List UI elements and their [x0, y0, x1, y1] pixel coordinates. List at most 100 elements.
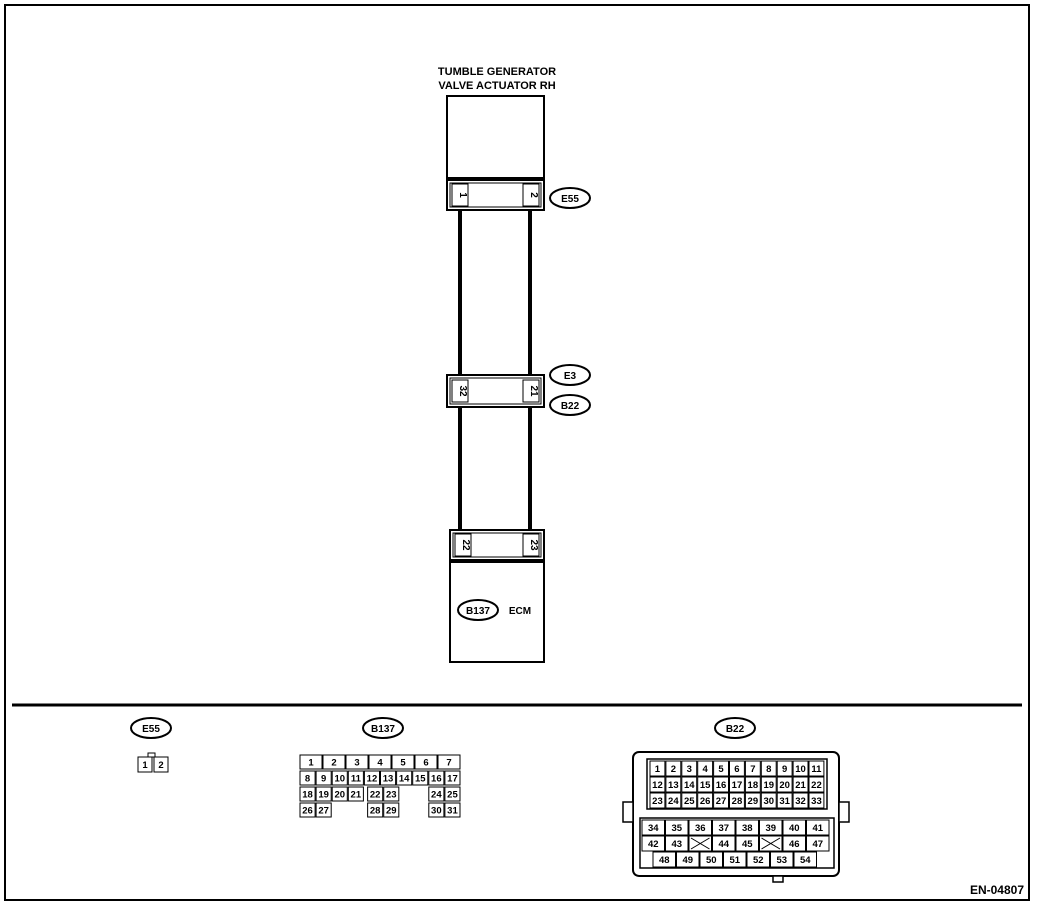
svg-text:51: 51 [729, 855, 740, 866]
e55-tag [549, 187, 591, 209]
legend-b22-pin: 40 [782, 819, 806, 836]
legend-b22-blank-cavity [688, 835, 712, 852]
legend-b137-pin: 9 [315, 770, 332, 786]
legend-b22-pin: 37 [712, 819, 736, 836]
svg-text:29: 29 [748, 796, 759, 807]
svg-text:18: 18 [748, 780, 759, 791]
svg-text:6: 6 [423, 758, 428, 769]
legend-b22-pin: 39 [759, 819, 783, 836]
legend-b22-pin: 24 [665, 792, 682, 809]
actuator-title-line1: TUMBLE GENERATOR [438, 66, 556, 78]
legend-b137-pin: 3 [345, 754, 369, 770]
legend-b137-pin: 4 [368, 754, 392, 770]
legend-b137-label: B137 [371, 724, 395, 735]
legend-b22-pin: 13 [665, 776, 682, 793]
svg-text:28: 28 [732, 796, 743, 807]
legend-b22-tag [714, 717, 756, 739]
svg-text:42: 42 [648, 839, 659, 850]
b137-tag-label: B137 [466, 606, 490, 617]
legend-b137-pin: 8 [299, 770, 316, 786]
svg-text:32: 32 [795, 796, 806, 807]
legend-b137-pin: 15 [412, 770, 429, 786]
legend-b22-pin: 41 [806, 819, 830, 836]
svg-text:3: 3 [687, 764, 692, 775]
legend-b137-pin: 16 [428, 770, 445, 786]
legend-b22-pin: 47 [806, 835, 830, 852]
legend-b22-pin: 28 [729, 792, 745, 809]
svg-text:15: 15 [415, 774, 426, 785]
svg-text:40: 40 [789, 823, 800, 834]
diagram-frame [4, 4, 1030, 901]
legend-b22-pin: 32 [792, 792, 809, 809]
legend-b22-label: B22 [726, 724, 745, 735]
legend-b22-pin: 49 [676, 851, 700, 868]
svg-text:2: 2 [671, 764, 676, 775]
svg-text:22: 22 [811, 780, 822, 791]
svg-text:16: 16 [716, 780, 727, 791]
svg-text:33: 33 [811, 796, 822, 807]
legend-b22-pin: 4 [697, 760, 714, 777]
legend-b137-pin: 24 [428, 786, 445, 802]
svg-text:8: 8 [766, 764, 771, 775]
legend-b22-pin: 45 [735, 835, 759, 852]
legend-b22-pin: 18 [744, 776, 761, 793]
svg-text:30: 30 [431, 806, 442, 817]
legend-b22-pin: 31 [776, 792, 793, 809]
svg-text:30: 30 [763, 796, 774, 807]
b22-pin-21: 21 [528, 385, 539, 397]
svg-text:26: 26 [700, 796, 711, 807]
svg-text:50: 50 [706, 855, 717, 866]
e55-pin-2: 2 [528, 192, 539, 198]
svg-text:17: 17 [447, 774, 458, 785]
legend-e55-pin: 2 [153, 756, 169, 773]
legend-b137-pin: 28 [367, 802, 384, 818]
svg-text:36: 36 [695, 823, 706, 834]
legend-b22-pin: 9 [776, 760, 793, 777]
figure-code: EN-04807 [970, 883, 1024, 897]
legend-b137-pin: 2 [322, 754, 346, 770]
svg-text:12: 12 [652, 780, 663, 791]
legend-b22-blank-cavity [759, 835, 783, 852]
legend-b137-pin: 21 [347, 786, 364, 802]
legend-b137-pin: 18 [299, 786, 316, 802]
svg-text:41: 41 [812, 823, 823, 834]
svg-text:44: 44 [718, 839, 729, 850]
legend-b137-pin: 19 [315, 786, 332, 802]
legend-b137-pin: 29 [383, 802, 400, 818]
svg-text:16: 16 [431, 774, 442, 785]
legend-b22-pin: 2 [665, 760, 682, 777]
legend-b137-pin: 1 [299, 754, 323, 770]
svg-text:14: 14 [684, 780, 695, 791]
legend-b22-pin: 46 [782, 835, 806, 852]
legend-e55-pin: 1 [137, 756, 153, 773]
svg-text:35: 35 [671, 823, 682, 834]
svg-text:48: 48 [659, 855, 670, 866]
svg-text:10: 10 [795, 764, 806, 775]
connector-b137: 22 23 [449, 529, 545, 561]
svg-text:9: 9 [782, 764, 787, 775]
ecm-label: ECM [509, 606, 531, 617]
legend-b22-pin: 12 [649, 776, 666, 793]
legend-b22-pin: 54 [793, 851, 817, 868]
legend-b22-pin: 20 [776, 776, 793, 793]
svg-text:7: 7 [446, 758, 451, 769]
legend-b22-pin: 48 [652, 851, 676, 868]
legend-b22-pin: 17 [729, 776, 745, 793]
legend-b22-pin: 5 [713, 760, 729, 777]
legend-b22-pin: 14 [681, 776, 698, 793]
actuator-title-line2: VALVE ACTUATOR RH [438, 80, 555, 92]
svg-text:38: 38 [742, 823, 753, 834]
svg-text:4: 4 [377, 758, 383, 769]
legend-b22-pin: 43 [665, 835, 689, 852]
legend-b22-pin: 34 [641, 819, 665, 836]
legend-b22-pin: 50 [699, 851, 723, 868]
svg-text:10: 10 [334, 774, 345, 785]
legend-b22-pin: 15 [697, 776, 714, 793]
legend-b137-pin: 13 [380, 770, 397, 786]
legend-b137-pin: 25 [444, 786, 461, 802]
svg-text:24: 24 [668, 796, 679, 807]
legend-b137-pin: 7 [437, 754, 461, 770]
